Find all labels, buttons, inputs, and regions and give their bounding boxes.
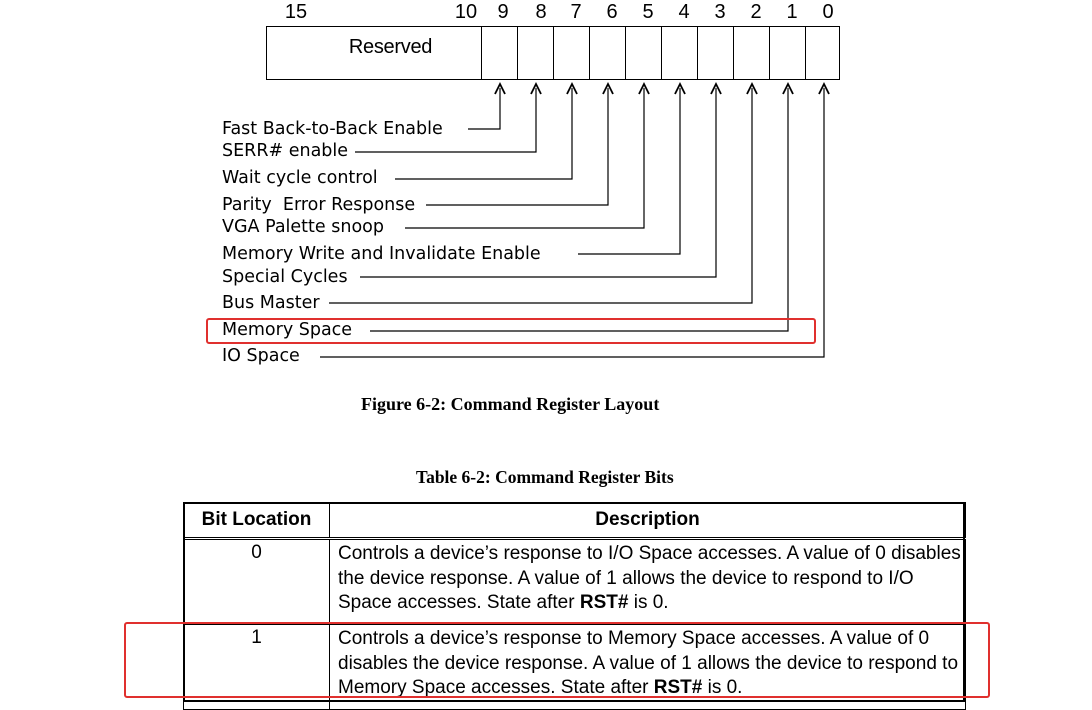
label-special-cycles: Special Cycles [222,267,348,287]
description-text: Controls a device’s response to I/O Spac… [338,543,961,613]
bit-number-1: 1 [786,1,798,23]
reserved-label: Reserved [348,36,433,58]
bit-number-7: 7 [570,1,582,23]
arrow-bit-6 [602,81,614,95]
bit-cell-1 [769,26,806,80]
label-io-space: IO Space [222,346,300,366]
leader-line-bit-5 [405,88,645,229]
bit-location-cell: 1 [183,624,330,710]
description-cell: Controls a device’s response to I/O Spac… [329,538,966,625]
bit-number-3: 3 [714,1,726,23]
table-caption: Table 6-2: Command Register Bits [416,467,674,487]
leader-lines [320,81,830,358]
arrow-bit-3 [710,81,722,95]
description-text-end: is 0. [628,592,669,613]
label-serr-enable: SERR# enable [222,141,349,161]
arrow-bit-0 [818,81,830,95]
leader-line-bit-8 [355,88,537,153]
label-memory-write-invalidate-enable: Memory Write and Invalidate Enable [222,244,541,264]
arrow-bit-1 [782,81,794,95]
label-bus-master: Bus Master [222,293,320,313]
bit-number-8: 8 [535,1,547,23]
label-vga-palette-snoop: VGA Palette snoop [222,217,384,237]
bit-number-4: 4 [678,1,690,23]
bit-cell-0 [805,26,840,80]
bit-cell-9 [481,26,518,80]
table-row: 0 Controls a device’s response to I/O Sp… [183,538,966,625]
description-cell: Controls a device’s response to Memory S… [329,624,966,710]
leader-line-bit-9 [468,88,501,130]
arrow-bit-8 [530,81,542,95]
leader-line-bit-4 [578,88,681,255]
arrow-bit-5 [638,81,650,95]
leader-line-bit-6 [426,88,609,206]
description-text-end: is 0. [702,677,743,698]
arrow-bit-7 [566,81,578,95]
bit-number-2: 2 [750,1,762,23]
bit-number-15: 15 [284,1,308,23]
bit-location-cell: 0 [183,538,330,625]
header-description: Description [329,502,966,540]
description-text: Controls a device’s response to Memory S… [338,628,959,698]
arrow-bit-9 [494,81,506,95]
label-parity-error-response: Parity Error Response [222,195,416,215]
header-bit-location: Bit Location [183,502,330,540]
description-bold: RST# [653,677,703,698]
leader-line-bit-1 [370,88,789,332]
label-memory-space: Memory Space [222,320,353,340]
bit-cell-2 [733,26,770,80]
table-header-row: Bit Location Description [183,502,966,540]
bit-cell-8 [517,26,554,80]
bit-number-5: 5 [642,1,654,23]
bit-number-9: 9 [497,1,509,23]
arrow-bit-4 [674,81,686,95]
description-bold: RST# [579,592,629,613]
leader-line-bit-7 [395,88,573,180]
command-register-bits-table: Bit Location Description 0 Controls a de… [183,502,966,710]
table-row: 1 Controls a device’s response to Memory… [183,624,966,710]
bit-number-10: 10 [454,1,478,23]
bit-number-6: 6 [606,1,618,23]
figure-caption: Figure 6-2: Command Register Layout [361,394,660,414]
arrow-bit-2 [746,81,758,95]
leader-line-bit-0 [320,88,825,358]
bit-number-0: 0 [822,1,834,23]
leader-line-bit-2 [329,88,753,304]
leader-line-bit-3 [360,88,717,278]
label-fast-back-to-back-enable: Fast Back-to-Back Enable [222,119,443,139]
label-wait-cycle-control: Wait cycle control [222,168,378,188]
bit-cell-6 [589,26,626,80]
